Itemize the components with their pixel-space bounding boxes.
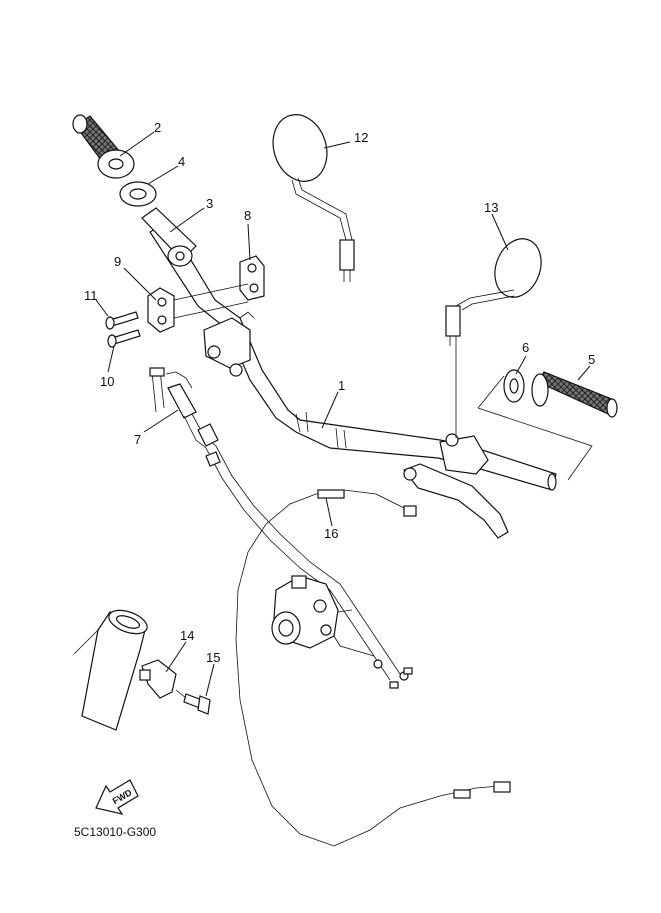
holder-8 — [239, 255, 265, 301]
callout-6: 6 — [522, 340, 529, 355]
callout-7: 7 — [134, 432, 141, 447]
callout-2: 2 — [154, 120, 161, 135]
callout-10: 10 — [100, 374, 114, 389]
callout-11: 11 — [84, 288, 98, 303]
grip-plate-6 — [503, 369, 525, 403]
callout-9: 9 — [114, 254, 121, 269]
diagram-code: 5C13010-G300 — [74, 825, 156, 839]
callout-12: 12 — [354, 130, 368, 145]
callout-5: 5 — [588, 352, 595, 367]
clutch-cable — [235, 489, 511, 847]
callout-15: 15 — [206, 650, 220, 665]
lever-right — [403, 346, 509, 539]
mirror-right — [445, 238, 542, 346]
washer-4 — [119, 181, 157, 207]
throttle-cables — [149, 367, 413, 689]
callout-labels: 2 4 3 8 9 11 10 7 12 13 1 6 5 16 14 15 — [84, 120, 595, 665]
left-grip — [72, 114, 135, 179]
callout-13: 13 — [484, 200, 498, 215]
screw-10 — [107, 329, 141, 348]
throttle-body — [271, 575, 375, 657]
bolt-15 — [175, 689, 211, 715]
left-switch-housing — [203, 311, 255, 377]
fork-tube — [73, 609, 148, 731]
callout-4: 4 — [178, 154, 185, 169]
throttle-tube — [141, 207, 197, 267]
callout-14: 14 — [180, 628, 194, 643]
leader-lines — [95, 131, 591, 697]
screw-11 — [105, 311, 139, 330]
callout-3: 3 — [206, 196, 213, 211]
right-grip — [531, 371, 618, 418]
callout-16: 16 — [324, 526, 338, 541]
callout-8: 8 — [244, 208, 251, 223]
mirror-left — [272, 114, 355, 282]
holder-9 — [147, 287, 175, 333]
callout-1: 1 — [338, 378, 345, 393]
fwd-arrow: FWD — [95, 779, 139, 815]
